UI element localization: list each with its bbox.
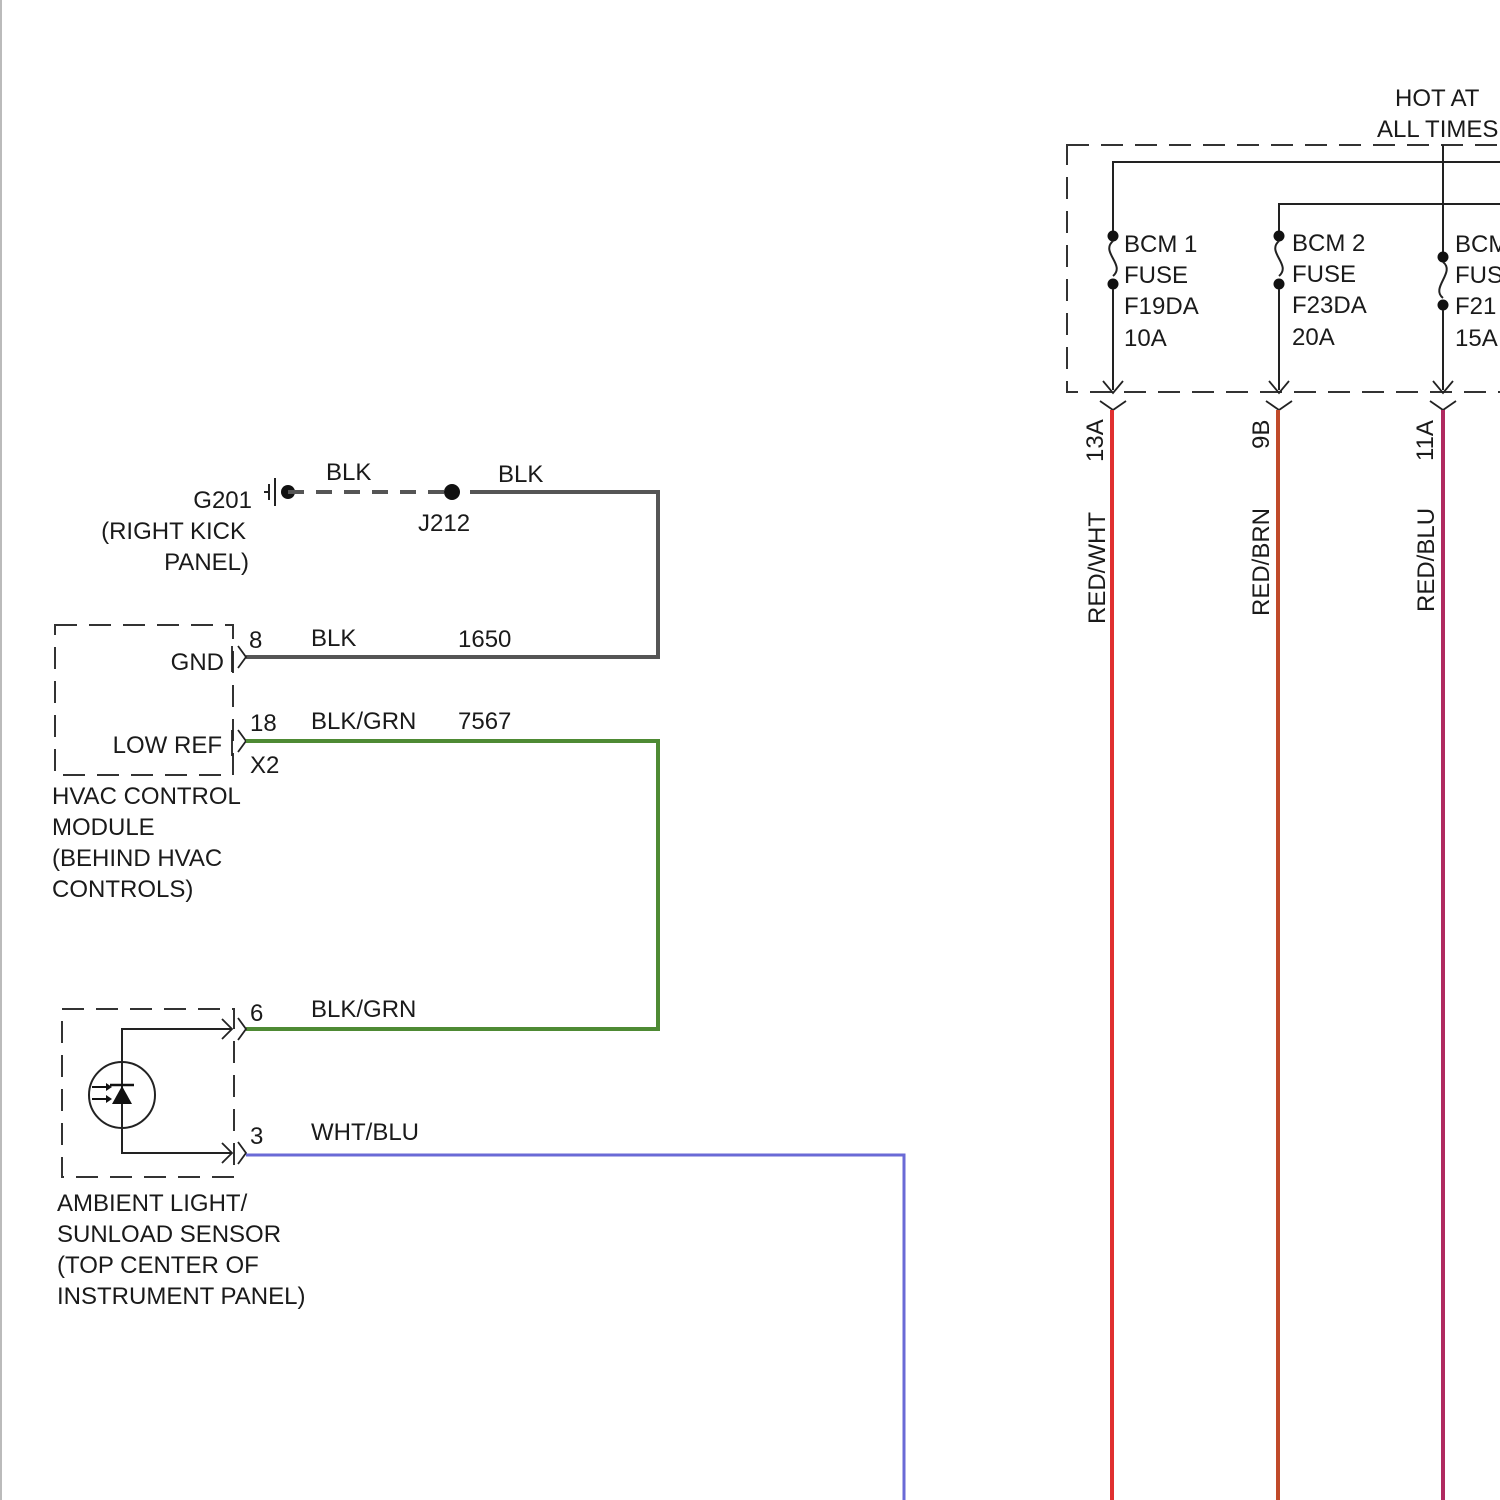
fuse-bcm2-icon [1266,231,1292,411]
wire-color-ground-right: BLK [498,461,543,488]
ground-label: G201 [193,487,252,514]
wire-color-sensor-pin-6: BLK/GRN [311,996,416,1023]
hvac-connector-id: X2 [250,752,279,779]
wire-color-7567: BLK/GRN [311,708,416,735]
wire-color-red-brn: RED/BRN [1248,508,1275,616]
hot-at-label-2: ALL TIMES [1377,116,1498,143]
sensor-name-1: AMBIENT LIGHT/ [57,1190,248,1217]
wire-wht-blu [246,1155,904,1500]
bus-bar-1 [1113,162,1500,237]
fuse-3-type: FUSE [1455,262,1500,289]
sensor-internal-wire [122,1029,232,1153]
ground-location-2: PANEL) [164,549,249,576]
fuse-2-type: FUSE [1292,261,1356,288]
hvac-pin-8-label: GND [171,649,224,676]
wire-color-red-blu: RED/BLU [1413,508,1440,612]
hvac-connector-pin-8 [232,646,246,672]
hvac-pin-18-number: 18 [250,710,277,737]
pin-13a-label: 13A [1082,419,1109,462]
hot-at-label-1: HOT AT [1395,85,1480,112]
circuit-1650: 1650 [458,626,511,653]
fuse-1-type: FUSE [1124,262,1188,289]
wire-7567-blk-grn [246,741,658,1029]
fuse-3-rating: 15A [1455,325,1498,352]
splice-label: J212 [418,510,470,537]
sensor-name-4: INSTRUMENT PANEL) [57,1283,305,1310]
hvac-module-name-1: HVAC CONTROL [52,783,241,810]
sensor-box [62,1009,234,1177]
fuse-2-id: F23DA [1292,292,1367,319]
hvac-module-name-4: CONTROLS) [52,876,193,903]
fuse-1-id: F19DA [1124,293,1199,320]
wire-color-ground-left: BLK [326,459,371,486]
sensor-name-2: SUNLOAD SENSOR [57,1221,281,1248]
fuse-2-name: BCM 2 [1292,230,1365,257]
fuse-2-rating: 20A [1292,324,1335,351]
wire-color-red-wht: RED/WHT [1084,512,1111,624]
sensor-pin-6-number: 6 [250,1000,263,1027]
fuse-3-name: BCM [1455,231,1500,258]
hvac-connector-pin-18 [232,730,246,756]
fuse-1-name: BCM 1 [1124,231,1197,258]
fuse-bcm1-icon [1100,231,1126,411]
pin-9b-label: 9B [1248,420,1275,449]
sensor-name-3: (TOP CENTER OF [57,1252,259,1279]
fuse-3-id: F21 [1455,293,1496,320]
fuse-bcm3-icon [1430,252,1456,411]
hvac-module-name-2: MODULE [52,814,155,841]
fuse-1-rating: 10A [1124,325,1167,352]
hvac-pin-8-number: 8 [249,627,262,654]
wire-color-1650: BLK [311,625,356,652]
hvac-module-name-3: (BEHIND HVAC [52,845,222,872]
splice-j212 [444,484,460,500]
wire-color-sensor-pin-3: WHT/BLU [311,1119,419,1146]
circuit-7567: 7567 [458,708,511,735]
hvac-pin-18-label: LOW REF [113,732,222,759]
sensor-pin-3-number: 3 [250,1123,263,1150]
ground-location-1: (RIGHT KICK [101,518,246,545]
pin-11a-label: 11A [1412,420,1439,461]
